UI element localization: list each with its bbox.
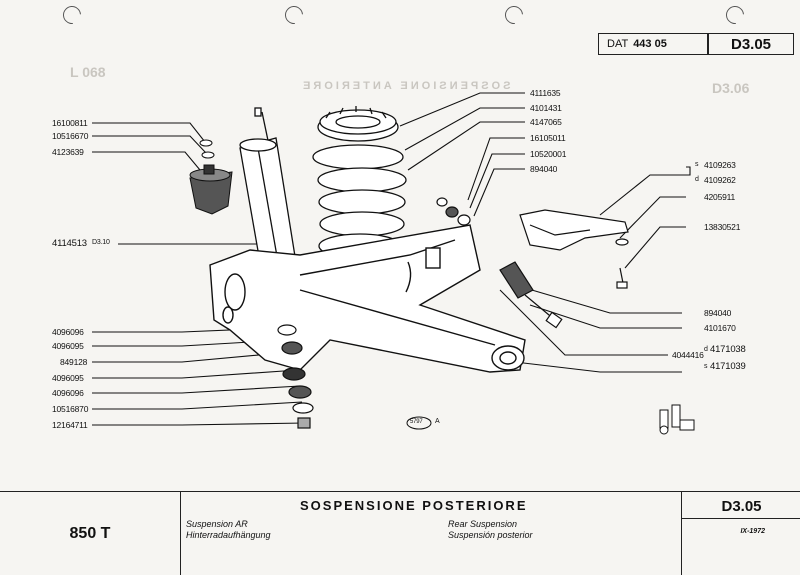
dat-reference-box: DAT 443 05 — [598, 33, 708, 55]
dat-number: 443 05 — [633, 38, 667, 50]
side-prefix: d — [695, 176, 699, 183]
part-number: 4171038 — [710, 344, 746, 355]
part-number: 4123639 — [52, 147, 84, 157]
issue-date: IX-1972 — [740, 528, 765, 535]
ghost-code-left: L 068 — [70, 64, 106, 80]
drawing-number: 5797 — [410, 419, 423, 425]
title-de: Hinterradaufhängung — [186, 530, 271, 540]
part-number: 4101670 — [704, 323, 736, 333]
side-prefix: s — [695, 161, 699, 168]
bushing-stack — [277, 324, 314, 429]
dat-label: DAT — [607, 38, 629, 50]
footer-page-code: D3.05 — [721, 498, 762, 515]
part-number: 4109263 — [704, 160, 736, 170]
bump-stop — [189, 139, 233, 215]
right-small-parts — [436, 197, 629, 329]
part-number: 4205911 — [704, 192, 736, 202]
drawing-letter: A — [435, 418, 440, 425]
title-fr: Suspension AR — [186, 519, 248, 529]
part-number: 10516670 — [52, 131, 89, 141]
drawing-number-oval — [406, 416, 432, 430]
title-es: Suspensión posterior — [448, 530, 533, 540]
part-number: 4096095 — [52, 373, 84, 383]
exploded-view-drawing — [92, 92, 695, 435]
part-number: 4096096 — [52, 327, 84, 337]
part-number: 13830521 — [704, 222, 741, 232]
part-number: 16100811 — [52, 118, 88, 128]
leader-lines — [92, 92, 691, 426]
page-reference: D3.10 — [92, 239, 110, 246]
part-number: 4109262 — [704, 175, 736, 185]
part-number: 4147065 — [530, 117, 562, 127]
page-code: D3.05 — [730, 35, 772, 53]
part-number: 4101431 — [530, 103, 562, 113]
title-block: 850 T SOSPENSIONE POSTERIORE Suspension … — [0, 491, 800, 575]
part-number: 10516870 — [52, 404, 89, 414]
part-number: 4111635 — [530, 88, 561, 98]
part-number: 894040 — [530, 164, 558, 174]
part-number: 4171039 — [710, 361, 746, 372]
part-number: 16105011 — [530, 133, 566, 143]
orientation-sketch — [659, 404, 695, 435]
part-number: 12164711 — [52, 420, 88, 430]
part-number: 849128 — [60, 357, 88, 367]
footer-divider — [682, 518, 800, 519]
page-code-box: D3.05 — [708, 33, 794, 55]
title-en: Rear Suspension — [448, 519, 518, 529]
footer-code-box: D3.05 IX-1972 — [681, 492, 800, 575]
part-number: 10520001 — [530, 149, 567, 159]
part-number: 4044416 — [672, 350, 704, 360]
side-prefix: s — [704, 363, 708, 370]
section-title: SOSPENSIONE POSTERIORE — [300, 498, 528, 513]
side-prefix: d — [704, 346, 708, 353]
part-number: 894040 — [704, 308, 732, 318]
part-number: 4096096 — [52, 388, 84, 398]
ghost-code-right: D3.06 — [712, 80, 750, 96]
part-number: 4096095 — [52, 341, 84, 351]
model-name: 850 T — [0, 492, 181, 575]
part-number: 4114513 — [52, 238, 87, 249]
